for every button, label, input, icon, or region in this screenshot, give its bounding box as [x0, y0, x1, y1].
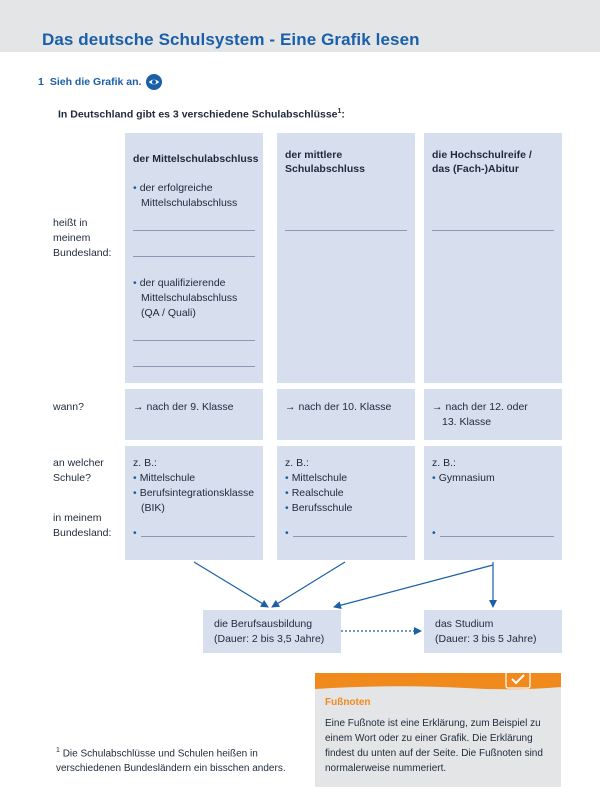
cell-col1-school — [125, 446, 263, 560]
col3-state-bullet: • — [432, 526, 439, 541]
col2-when: →nach der 10. Klasse — [285, 401, 392, 413]
task-number: 1 — [38, 76, 44, 88]
write-line[interactable] — [285, 230, 407, 231]
col1-schools: z. B.: •Mittelschule •Berufsintegrations… — [133, 457, 255, 514]
bullet-icon: • — [133, 182, 137, 194]
task-heading: 1 Sieh die Grafik an. — [38, 74, 163, 90]
arrow-right-icon: → — [133, 401, 144, 413]
page-title: Das deutsche Schulsystem - Eine Grafik l… — [42, 30, 420, 49]
bullet-icon: • — [285, 472, 289, 484]
col1-name-bullet-1: •der erfolgreiche Mittelschulabschluss — [133, 182, 238, 209]
cell-col2-name — [277, 133, 415, 383]
bullet-icon: • — [285, 527, 289, 539]
col1-when: →nach der 9. Klasse — [133, 401, 234, 413]
col2-heading: der mittlere Schulabschluss — [285, 149, 365, 175]
footnote-box-header — [315, 673, 561, 690]
row-label-state: in meinem Bundesland: — [53, 512, 112, 539]
cell-col3-name — [424, 133, 562, 383]
cell-col3-when — [424, 389, 562, 440]
arrow-col2-to-apprenticeship — [271, 561, 346, 608]
write-line[interactable] — [133, 256, 255, 257]
row-label-school: an welcher Schule? — [53, 457, 104, 484]
result-apprenticeship: die Berufsausbildung (Dauer: 2 bis 3,5 J… — [203, 610, 341, 653]
arrow-col3-to-apprenticeship — [333, 564, 494, 610]
arrow-right-icon: → — [432, 401, 443, 413]
write-line[interactable] — [141, 536, 255, 537]
write-line[interactable] — [440, 536, 554, 537]
arrow-col1-to-apprenticeship — [193, 561, 269, 608]
arrow-right-icon: → — [285, 401, 296, 413]
check-icon — [505, 673, 531, 689]
bullet-icon: • — [285, 487, 289, 499]
col3-schools: z. B.: •Gymnasium — [432, 457, 495, 484]
col1-name-bullet-2: •der qualifizierende Mittelschulabschlus… — [133, 277, 238, 319]
write-line[interactable] — [133, 230, 255, 231]
write-line[interactable] — [133, 366, 255, 367]
intro-text: In Deutschland gibt es 3 verschiedene Sc… — [58, 108, 345, 121]
col3-heading: die Hochschulreife / das (Fach-)Abitur — [432, 149, 532, 175]
bullet-icon: • — [432, 472, 436, 484]
footnote-box-title: Fußnoten — [325, 697, 371, 708]
bullet-icon: • — [285, 502, 289, 514]
row-label-when: wann? — [53, 401, 84, 413]
footnote-info-box — [315, 673, 561, 787]
page-footnote: 1 Die Schulabschlüsse und Schulen heißen… — [56, 747, 286, 775]
cell-col2-school — [277, 446, 415, 560]
footnote-box-text: Eine Fußnote ist eine Erklärung, zum Bei… — [325, 718, 543, 774]
eye-icon — [146, 74, 163, 90]
col2-state-bullet: • — [285, 526, 292, 541]
write-line[interactable] — [293, 536, 407, 537]
write-line[interactable] — [432, 230, 554, 231]
col3-when: →nach der 12. oder 13. Klasse — [432, 401, 528, 428]
col1-state-bullet: • — [133, 526, 140, 541]
cell-col1-name — [125, 133, 263, 383]
cell-col1-when — [125, 389, 263, 440]
bullet-icon: • — [133, 472, 137, 484]
bullet-icon: • — [133, 527, 137, 539]
task-label: Sieh die Grafik an. — [49, 76, 142, 88]
bullet-icon: • — [133, 487, 137, 499]
cell-col2-when — [277, 389, 415, 440]
col1-heading: der Mittelschulabschluss — [133, 153, 259, 165]
result-study: das Studium (Dauer: 3 bis 5 Jahre) — [424, 610, 562, 653]
bullet-icon: • — [133, 277, 137, 289]
header-band — [0, 0, 600, 52]
row-label-name: heißt in meinem Bundesland: — [53, 217, 112, 259]
cell-col3-school — [424, 446, 562, 560]
write-line[interactable] — [133, 340, 255, 341]
bullet-icon: • — [432, 527, 436, 539]
col2-schools: z. B.: •Mittelschule •Realschule •Berufs… — [285, 457, 353, 514]
